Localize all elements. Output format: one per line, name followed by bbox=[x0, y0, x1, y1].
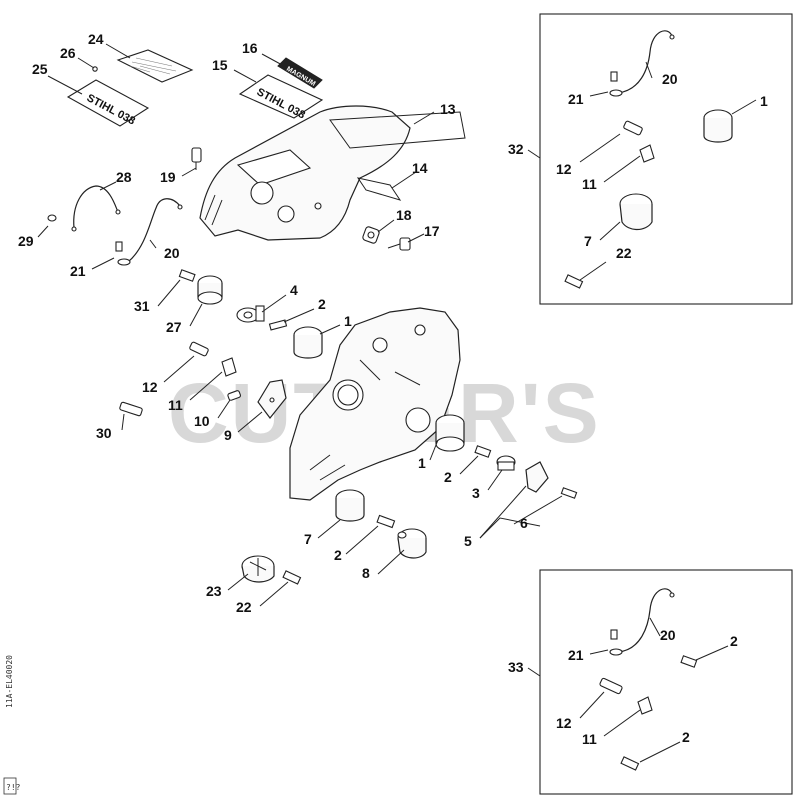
side-code-box bbox=[3, 777, 17, 795]
label-20-kit33: 20 bbox=[660, 627, 676, 643]
cap-8 bbox=[397, 528, 427, 559]
terminal-21-left bbox=[115, 241, 131, 266]
bracket-5 bbox=[525, 461, 549, 493]
label-2-upper: 2 bbox=[318, 296, 326, 312]
side-code: 11A-EL40020 bbox=[5, 655, 14, 708]
label-14: 14 bbox=[412, 160, 428, 176]
filter-cup-27 bbox=[197, 275, 223, 305]
wire-28 bbox=[71, 185, 121, 232]
clip-11-left bbox=[221, 357, 237, 377]
label-23: 23 bbox=[206, 583, 222, 599]
label-33: 33 bbox=[508, 659, 524, 675]
valve-23 bbox=[241, 555, 275, 583]
decal-plate-24 bbox=[116, 49, 194, 83]
label-11-left: 11 bbox=[168, 397, 183, 413]
label-11-kit33: 11 bbox=[582, 731, 597, 747]
label-10: 10 bbox=[194, 413, 210, 429]
label-21-left: 21 bbox=[70, 263, 86, 279]
label-13: 13 bbox=[440, 101, 456, 117]
label-26: 26 bbox=[60, 45, 76, 61]
screw-6 bbox=[560, 487, 578, 499]
label-5: 5 bbox=[464, 533, 472, 549]
label-21-kit32: 21 bbox=[568, 91, 584, 107]
label-28: 28 bbox=[116, 169, 132, 185]
screw-19 bbox=[191, 147, 202, 170]
label-11-kit32: 11 bbox=[582, 176, 597, 192]
label-1-upper: 1 bbox=[344, 313, 352, 329]
label-17: 17 bbox=[424, 223, 440, 239]
screw-22-lower bbox=[282, 570, 302, 585]
screw-30 bbox=[119, 401, 143, 417]
screw-2-lower-right bbox=[474, 445, 492, 458]
label-12-left: 12 bbox=[142, 379, 158, 395]
plug-3 bbox=[496, 455, 516, 471]
label-20-kit32: 20 bbox=[662, 71, 678, 87]
label-22-lower: 22 bbox=[236, 599, 252, 615]
label-22-kit32: 22 bbox=[616, 245, 632, 261]
label-15: 15 bbox=[212, 57, 228, 73]
crankcase bbox=[289, 307, 461, 501]
label-24: 24 bbox=[88, 31, 104, 47]
label-27: 27 bbox=[166, 319, 182, 335]
plate-9 bbox=[257, 379, 287, 419]
label-7-kit32: 7 bbox=[584, 233, 592, 249]
part-labels: 24 26 25 16 15 13 14 19 28 29 20 21 18 1… bbox=[18, 31, 768, 747]
label-7-lower: 7 bbox=[304, 531, 312, 547]
label-21-kit33: 21 bbox=[568, 647, 584, 663]
label-32: 32 bbox=[508, 141, 524, 157]
shroud-plane-13 bbox=[329, 111, 466, 149]
kit-33-box bbox=[539, 569, 793, 795]
label-2-kit33-lower: 2 bbox=[682, 729, 690, 745]
screw-31 bbox=[178, 269, 196, 282]
decal-plate-25: STIHL 038 bbox=[66, 79, 150, 128]
label-2-kit33-upper: 2 bbox=[730, 633, 738, 649]
screw-10 bbox=[227, 390, 241, 401]
label-25: 25 bbox=[32, 61, 48, 77]
label-29: 29 bbox=[18, 233, 34, 249]
filter-1-lower bbox=[435, 414, 465, 452]
label-2-lower: 2 bbox=[334, 547, 342, 563]
side-code-box-text: ?!? bbox=[6, 783, 21, 792]
label-4: 4 bbox=[290, 282, 298, 298]
label-1-kit32: 1 bbox=[760, 93, 768, 109]
shroud-plane-14 bbox=[356, 177, 402, 201]
washer-4 bbox=[236, 305, 265, 323]
shroud-cover bbox=[199, 105, 411, 241]
filter-7-lower bbox=[335, 489, 365, 522]
screw-17 bbox=[387, 237, 411, 251]
label-16: 16 bbox=[242, 40, 258, 56]
wire-20-left bbox=[127, 198, 183, 263]
leader-lines bbox=[37, 43, 757, 763]
screw-2-upper bbox=[268, 319, 288, 331]
label-9: 9 bbox=[224, 427, 232, 443]
label-6: 6 bbox=[520, 515, 528, 531]
bushing-18 bbox=[362, 226, 380, 244]
label-12-kit32: 12 bbox=[556, 161, 572, 177]
label-19: 19 bbox=[160, 169, 176, 185]
filter-1-upper bbox=[293, 326, 323, 359]
label-2-lower-right: 2 bbox=[444, 469, 452, 485]
label-31: 31 bbox=[134, 298, 150, 314]
screw-12-left bbox=[189, 341, 209, 357]
kit-32-box bbox=[539, 13, 793, 305]
label-1-lower: 1 bbox=[418, 455, 426, 471]
label-3: 3 bbox=[472, 485, 480, 501]
label-18: 18 bbox=[396, 207, 412, 223]
label-8: 8 bbox=[362, 565, 370, 581]
nut-29 bbox=[47, 214, 57, 222]
label-20-left: 20 bbox=[164, 245, 180, 261]
screw-2-lower bbox=[376, 514, 396, 529]
label-12-kit33: 12 bbox=[556, 715, 572, 731]
label-30: 30 bbox=[96, 425, 112, 441]
